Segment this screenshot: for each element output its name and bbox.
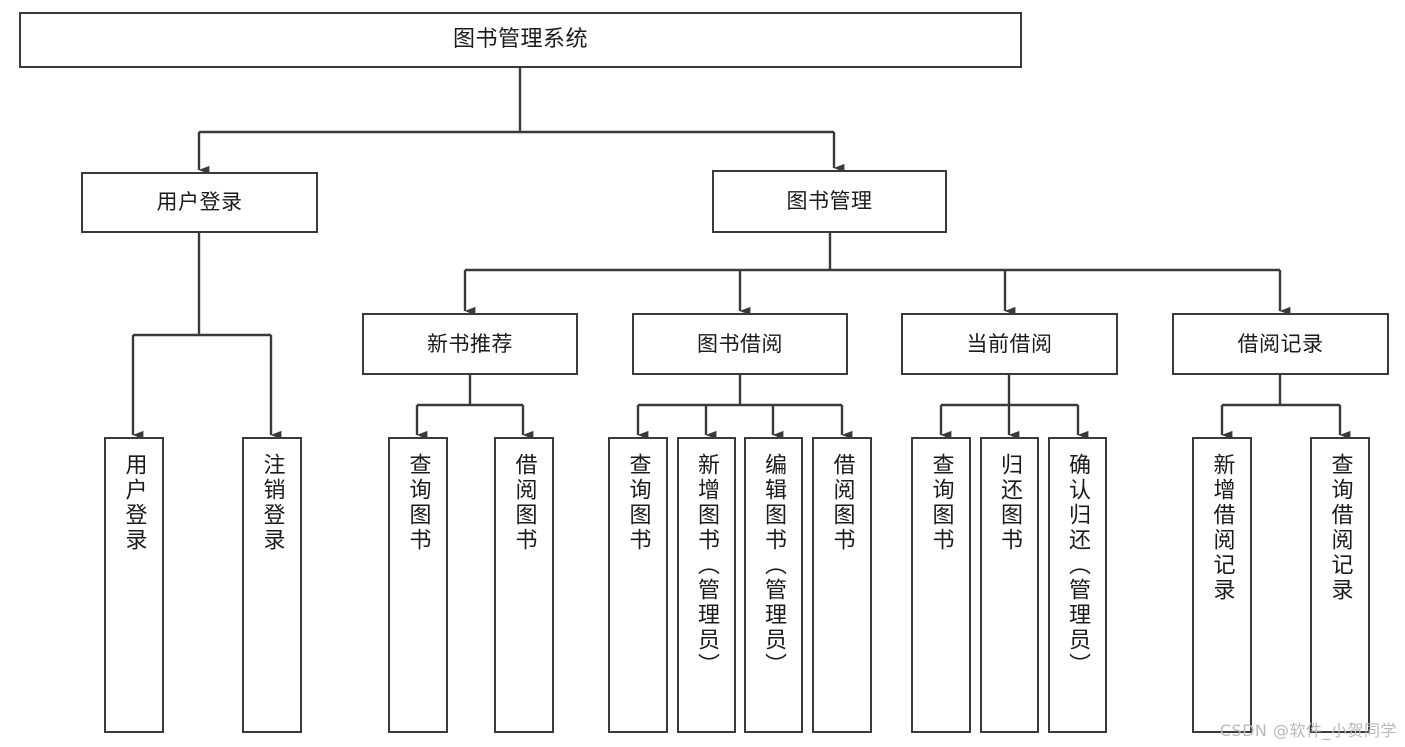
leaf-user-login-signout[interactable]: 注销登录 [242, 437, 302, 733]
node-label: 借阅图书 [511, 453, 537, 553]
leaf-book-borrow-add[interactable]: 新增图书（管理员） [677, 437, 736, 733]
leaf-book-borrow-lend[interactable]: 借阅图书 [812, 437, 872, 733]
leaf-current-borrow-confirm-return[interactable]: 确认归还（管理员） [1048, 437, 1107, 733]
node-current-borrow[interactable]: 当前借阅 [901, 313, 1118, 375]
node-borrow-record[interactable]: 借阅记录 [1172, 313, 1389, 375]
node-new-book-recommend[interactable]: 新书推荐 [362, 313, 578, 375]
leaf-new-book-borrow[interactable]: 借阅图书 [494, 437, 554, 733]
node-label: 借阅图书 [829, 453, 855, 553]
node-label: 编辑图书（管理员） [761, 453, 787, 678]
leaf-current-borrow-query[interactable]: 查询图书 [911, 437, 971, 733]
node-label: 新书推荐 [427, 331, 513, 356]
node-label: 查询图书 [928, 453, 954, 553]
leaf-borrow-record-query[interactable]: 查询借阅记录 [1310, 437, 1370, 733]
node-label: 确认归还（管理员） [1065, 453, 1091, 678]
leaf-book-borrow-query[interactable]: 查询图书 [608, 437, 668, 733]
node-label: 新增借阅记录 [1209, 453, 1235, 603]
leaf-borrow-record-add[interactable]: 新增借阅记录 [1192, 437, 1252, 733]
node-label: 查询图书 [625, 453, 651, 553]
node-label: 归还图书 [997, 453, 1023, 553]
node-root-system[interactable]: 图书管理系统 [19, 12, 1022, 68]
csdn-watermark: CSDN @软件_小贺同学 [1219, 721, 1397, 740]
node-user-login[interactable]: 用户登录 [81, 172, 318, 233]
leaf-new-book-query[interactable]: 查询图书 [388, 437, 448, 733]
leaf-book-borrow-edit[interactable]: 编辑图书（管理员） [744, 437, 803, 733]
node-label: 图书借阅 [697, 331, 783, 356]
node-book-borrow[interactable]: 图书借阅 [632, 313, 848, 375]
leaf-current-borrow-return[interactable]: 归还图书 [980, 437, 1039, 733]
node-label: 图书管理 [786, 189, 873, 214]
node-label: 新增图书（管理员） [694, 453, 720, 678]
node-book-management[interactable]: 图书管理 [712, 170, 947, 233]
leaf-user-login-signin[interactable]: 用户登录 [104, 437, 164, 733]
node-label: 当前借阅 [966, 331, 1053, 356]
node-label: 用户登录 [156, 190, 243, 215]
node-label: 查询借阅记录 [1327, 453, 1353, 603]
node-label: 用户登录 [121, 453, 147, 553]
node-label: 注销登录 [259, 453, 285, 553]
node-label: 查询图书 [405, 453, 431, 553]
node-label: 图书管理系统 [452, 27, 588, 53]
node-label: 借阅记录 [1237, 331, 1324, 356]
